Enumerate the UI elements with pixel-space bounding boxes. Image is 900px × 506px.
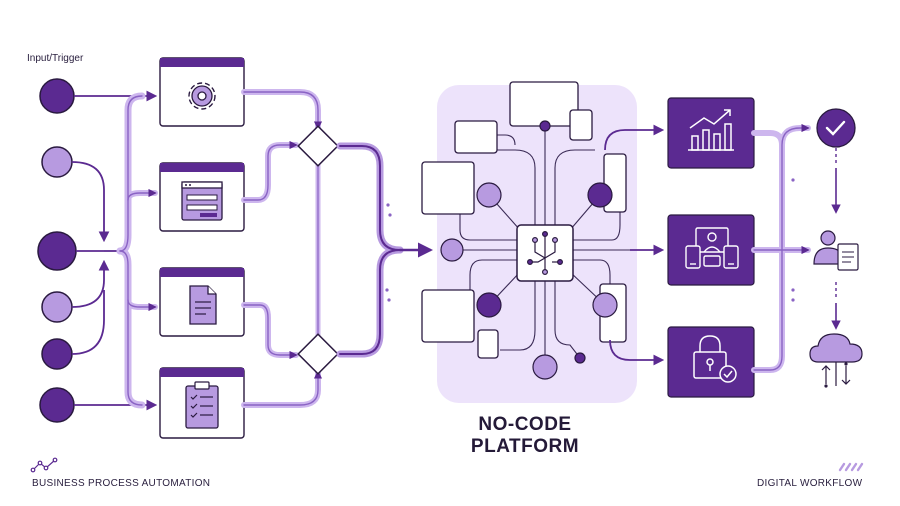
result-connectors [751,123,811,373]
card-connectors [241,89,323,408]
platform-node[interactable] [476,292,502,318]
decision-diamonds [297,125,339,375]
platform-block-top[interactable] [509,81,579,127]
platform-block-top-left[interactable] [454,120,498,154]
success-node[interactable] [816,108,856,148]
stage1-cards [159,57,245,439]
input-node-1[interactable] [39,78,75,114]
decision-diamond-top[interactable] [297,125,339,167]
input-node-5[interactable] [41,338,73,370]
checklist-card[interactable] [159,367,245,439]
platform-node[interactable] [587,182,613,208]
checkmark-icon [825,120,846,136]
circuit-hub-icon [526,231,563,276]
decision-diamond-bottom[interactable] [297,333,339,375]
video-call-devices-icon [685,227,739,269]
platform-node[interactable] [476,182,502,208]
platform-title-line1: NO-CODE [478,414,572,435]
document-card[interactable] [159,267,245,337]
dash-decoration-icon [838,462,864,472]
input-connectors [71,90,158,411]
platform-title: NO-CODE PLATFORM [460,414,590,458]
no-code-platform [421,81,637,403]
document-icon [189,285,217,325]
results [809,108,863,388]
bar-chart-icon [688,109,734,151]
form-window-card[interactable] [159,162,245,232]
analytics-output[interactable] [667,97,755,169]
cloud-sync-icon[interactable] [809,333,863,388]
platform-node[interactable] [539,120,551,132]
platform-node[interactable] [592,292,618,318]
input-trigger-label: Input/Trigger [27,53,84,64]
platform-title-line2: PLATFORM [470,436,580,457]
platform-node[interactable] [532,354,558,380]
lock-check-icon [693,335,737,383]
input-node-4[interactable] [41,291,73,323]
user-document-icon[interactable] [813,230,859,271]
platform-block-lower-left[interactable] [421,289,475,343]
gear-icon [188,82,216,110]
footer-digital-workflow-label: DIGITAL WORKFLOW [757,478,863,489]
platform-node[interactable] [574,352,586,364]
footer-business-process-label: BUSINESS PROCESS AUTOMATION [32,478,211,489]
input-node-6[interactable] [39,387,75,423]
platform-node[interactable] [440,238,464,262]
platform-block-top-right[interactable] [569,109,593,141]
output-cards [667,97,755,398]
platform-nodes [440,120,618,380]
form-window-icon [181,181,223,221]
checklist-icon [185,381,219,429]
input-nodes [37,78,77,423]
input-node-3[interactable] [37,231,77,271]
platform-block-bottom-left[interactable] [477,329,499,359]
main-flow [336,142,433,358]
input-node-2[interactable] [41,146,73,178]
gear-card[interactable] [159,57,245,127]
platform-blocks [421,81,627,359]
workflow-line-icon [30,457,58,473]
central-hub[interactable] [516,224,574,282]
security-output[interactable] [667,326,755,398]
platform-block-mid-left[interactable] [421,161,475,215]
output-connectors [604,124,665,366]
video-call-output[interactable] [667,214,755,286]
branch-tree [116,92,158,409]
